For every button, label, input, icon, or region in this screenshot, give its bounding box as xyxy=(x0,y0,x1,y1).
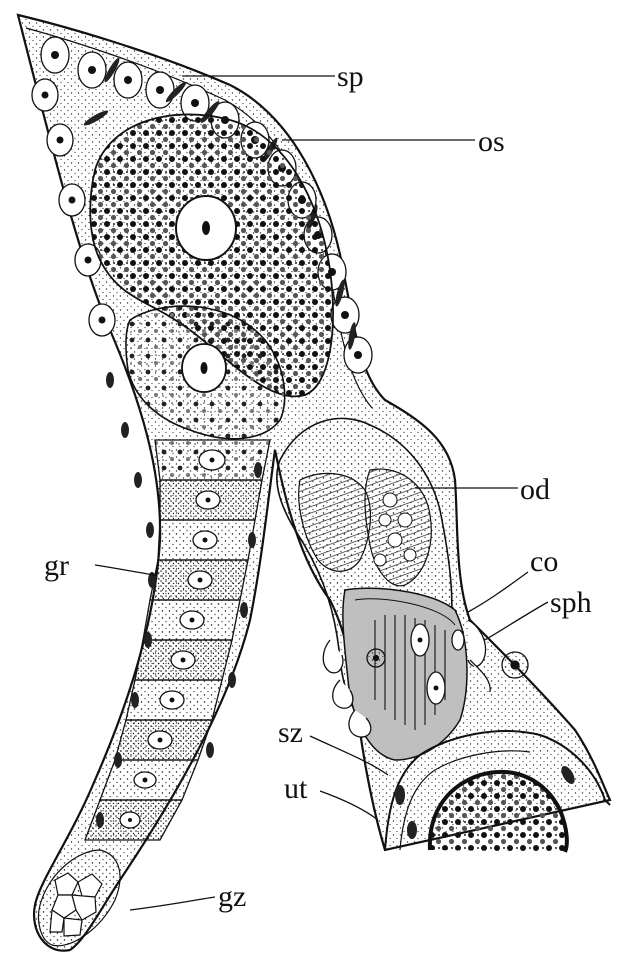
leader-ut xyxy=(320,791,378,820)
label-gr: gr xyxy=(44,549,69,582)
label-sph: sph xyxy=(550,586,592,619)
label-sz: sz xyxy=(278,716,303,749)
leader-sph xyxy=(485,602,548,640)
leader-co xyxy=(468,572,528,612)
label-gz: gz xyxy=(218,880,246,913)
label-os: os xyxy=(478,125,505,158)
germarium-zone xyxy=(39,850,121,946)
label-od: od xyxy=(520,473,550,506)
label-sp: sp xyxy=(337,60,364,93)
leader-gr xyxy=(95,565,155,575)
label-ut: ut xyxy=(284,772,308,805)
leader-gz xyxy=(130,897,215,910)
label-co: co xyxy=(530,545,558,578)
